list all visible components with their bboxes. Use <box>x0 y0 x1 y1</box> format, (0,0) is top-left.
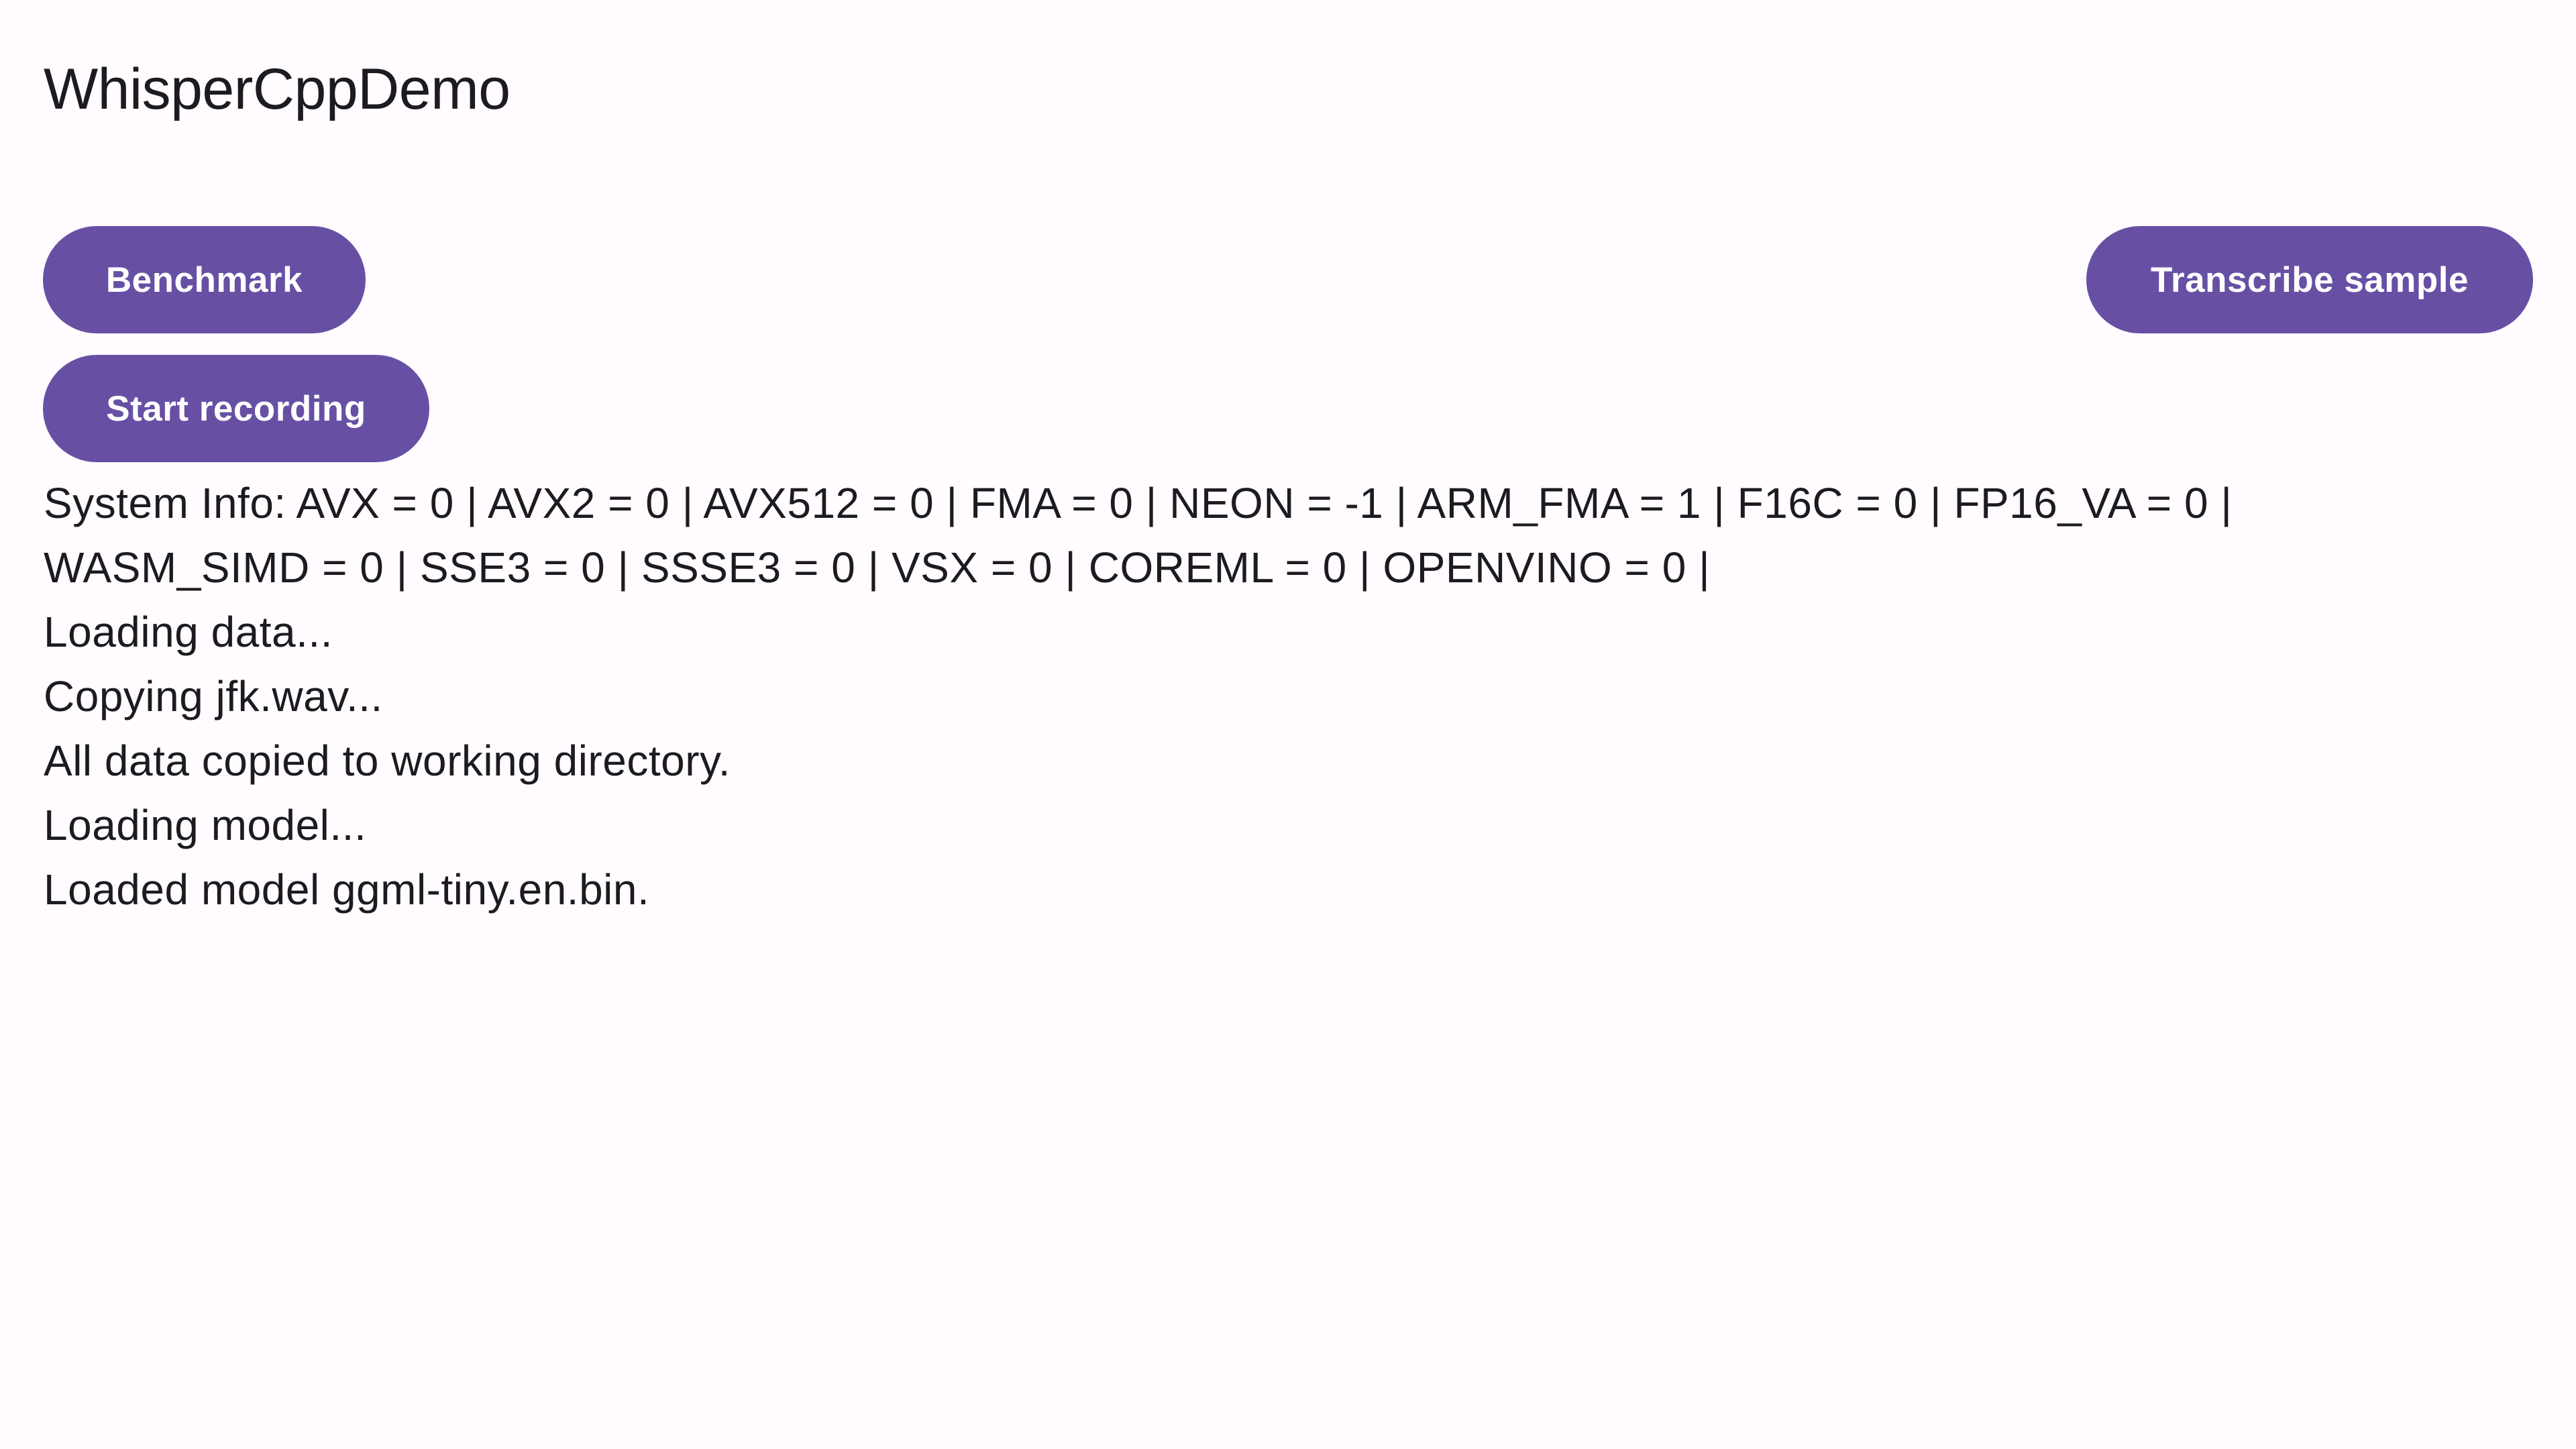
log-line-loaded-model: Loaded model ggml-tiny.en.bin. <box>44 865 650 914</box>
log-line-system-info-cont: WASM_SIMD = 0 | SSE3 = 0 | SSSE3 = 0 | V… <box>44 543 1711 592</box>
log-line-loading-model: Loading model... <box>44 801 367 849</box>
log-line-data-copied: All data copied to working directory. <box>44 737 731 785</box>
start-recording-button[interactable]: Start recording <box>43 355 429 462</box>
log-line-loading-data: Loading data... <box>44 608 333 656</box>
log-output: System Info: AVX = 0 | AVX2 = 0 | AVX512… <box>44 471 2526 922</box>
transcribe-sample-button[interactable]: Transcribe sample <box>2086 226 2533 333</box>
log-line-system-info: System Info: AVX = 0 | AVX2 = 0 | AVX512… <box>44 479 2233 527</box>
log-line-copying-file: Copying jfk.wav... <box>44 672 383 720</box>
app-title: WhisperCppDemo <box>44 57 511 121</box>
benchmark-button[interactable]: Benchmark <box>43 226 366 333</box>
